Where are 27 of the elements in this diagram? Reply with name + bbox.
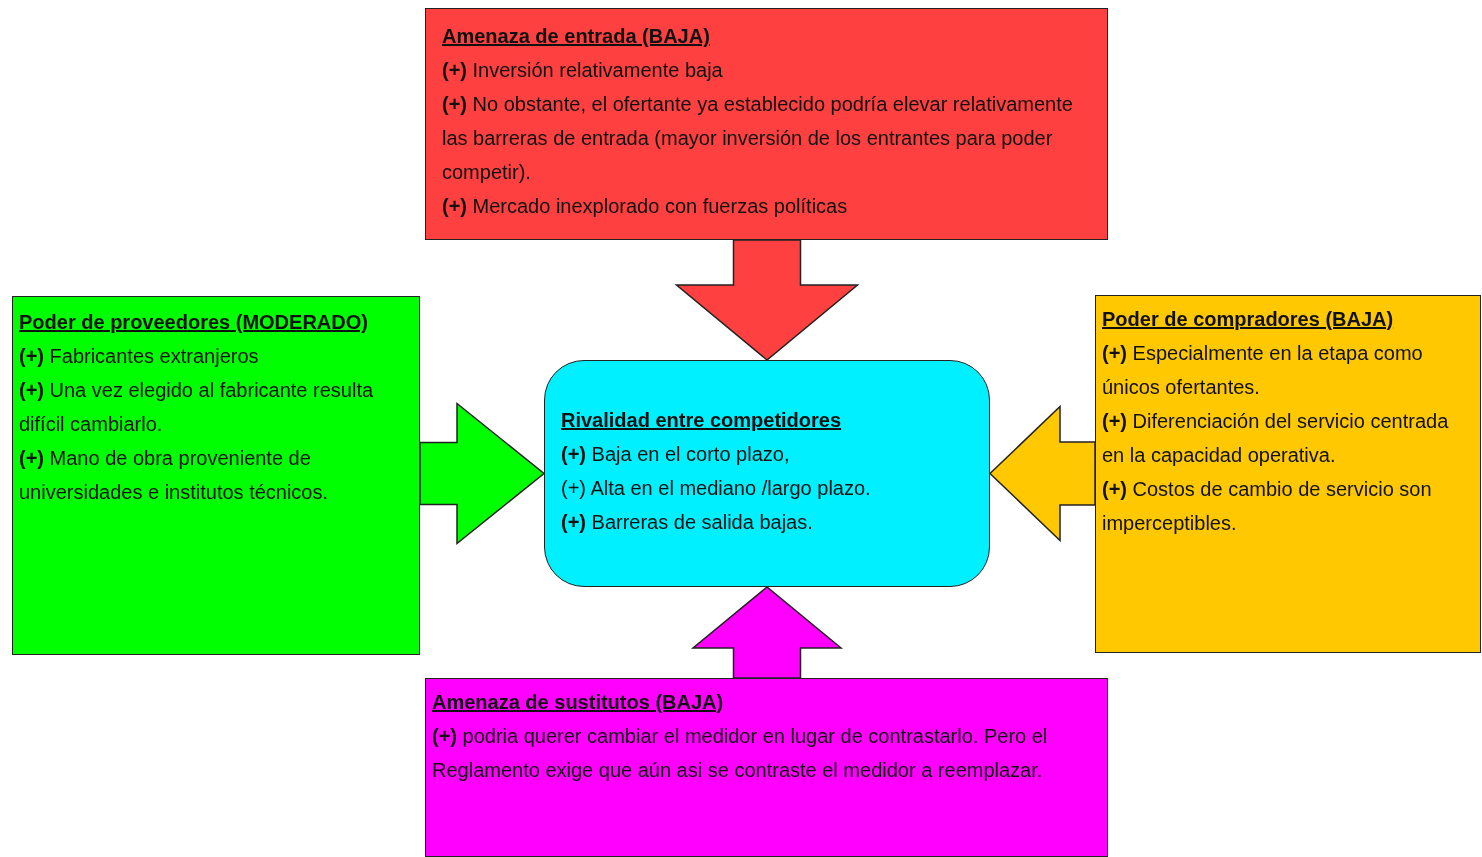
box-heading: Amenaza de entrada (BAJA) xyxy=(442,24,711,49)
bullet-text: (+) Diferenciación del servicio centrada en la capacidad operativa. xyxy=(1102,409,1450,468)
center-box xyxy=(544,360,990,587)
force-box xyxy=(1095,295,1481,653)
box-heading: Amenaza de sustitutos (BAJA) xyxy=(432,690,725,715)
bullet-text: (+) No obstante, el ofertante ya establecido podría elevar relativamente las barreras de entrada (mayor inversión de los entrantes para poder competir). xyxy=(442,92,1074,185)
bullet-text: (+) Alta en el mediano /largo plazo. xyxy=(561,476,872,501)
block-arrow xyxy=(674,239,860,361)
bullet-text: (+) Mano de obra proveniente de universidades e institutos técnicos. xyxy=(19,446,330,505)
bullet-text: (+) Fabricantes extranjeros xyxy=(19,344,260,369)
bullet-text: (+) Especialmente en la etapa como únicos ofertantes. xyxy=(1102,341,1424,400)
block-arrow xyxy=(419,401,546,546)
bullet-text: (+) Costos de cambio de servicio son imperceptibles. xyxy=(1102,477,1433,536)
bullet-text: (+) Una vez elegido al fabricante resulta difícil cambiarlo. xyxy=(19,378,375,437)
force-box xyxy=(425,8,1108,240)
bullet-text: (+) podria querer cambiar el medidor en lugar de contrastarlo. Pero el Reglamento exige que aún asi se contraste el medidor a reemplazar. xyxy=(432,724,1049,783)
bullet-text: (+) Baja en el corto plazo, xyxy=(561,442,791,467)
box-heading: Poder de compradores (BAJA) xyxy=(1102,307,1395,332)
box-heading: Rivalidad entre competidores xyxy=(561,408,843,433)
bullet-text: (+) Inversión relativamente baja xyxy=(442,58,724,83)
block-arrow xyxy=(988,404,1096,543)
bullet-text: (+) Barreras de salida bajas. xyxy=(561,510,814,535)
force-box xyxy=(425,678,1108,857)
box-heading: Poder de proveedores (MODERADO) xyxy=(19,310,369,335)
block-arrow xyxy=(690,586,844,679)
bullet-text: (+) Mercado inexplorado con fuerzas políticas xyxy=(442,194,849,219)
force-box xyxy=(12,296,420,655)
